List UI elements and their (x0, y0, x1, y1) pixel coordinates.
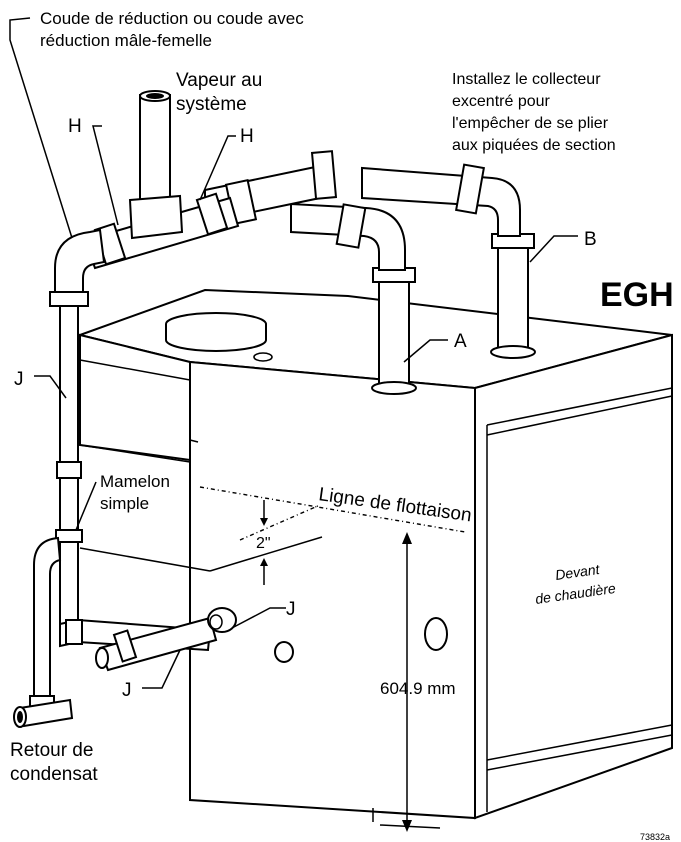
steam-label-line2: système (176, 94, 247, 115)
install-note-line1: Installez le collecteur (452, 71, 601, 88)
nipple-label-line2: simple (100, 494, 149, 513)
return-label-line1: Retour de (10, 740, 93, 761)
a-label: A (454, 331, 467, 352)
steam-header (83, 90, 240, 270)
install-note-line3: l'empêcher de se plier (452, 115, 609, 132)
boiler-front-line1: Devant (554, 561, 601, 583)
nipple-label-line1: Mamelon (100, 472, 170, 491)
steam-label-line1: Vapeur au (176, 70, 262, 91)
elbow-label-line2: réduction mâle-femelle (40, 31, 212, 50)
brand-logo: EGH (600, 276, 674, 314)
return-label-line2: condensat (10, 764, 98, 785)
equalizer-piping (13, 228, 237, 728)
b-label: B (584, 229, 597, 250)
boiler-body (76, 288, 673, 829)
dimension-2in: 2" (256, 535, 271, 552)
figure-code: 73832a (640, 832, 670, 842)
j-right-label: J (286, 599, 296, 620)
install-note-line2: excentré pour (452, 93, 551, 110)
install-note-line4: aux piquées de section (452, 137, 616, 154)
elbow-label-line1: Coude de réduction ou coude avec (40, 9, 304, 28)
text-labels: Coude de réduction ou coude avec réducti… (10, 9, 674, 842)
leader-lines (9, 17, 578, 689)
h-right-label: H (240, 126, 254, 147)
dimension-mm: 604.9 mm (380, 679, 456, 698)
h-left-label: H (68, 116, 82, 137)
j-left-label: J (14, 369, 24, 390)
j-bottom-label: J (122, 680, 132, 701)
waterline-marks (79, 486, 466, 832)
